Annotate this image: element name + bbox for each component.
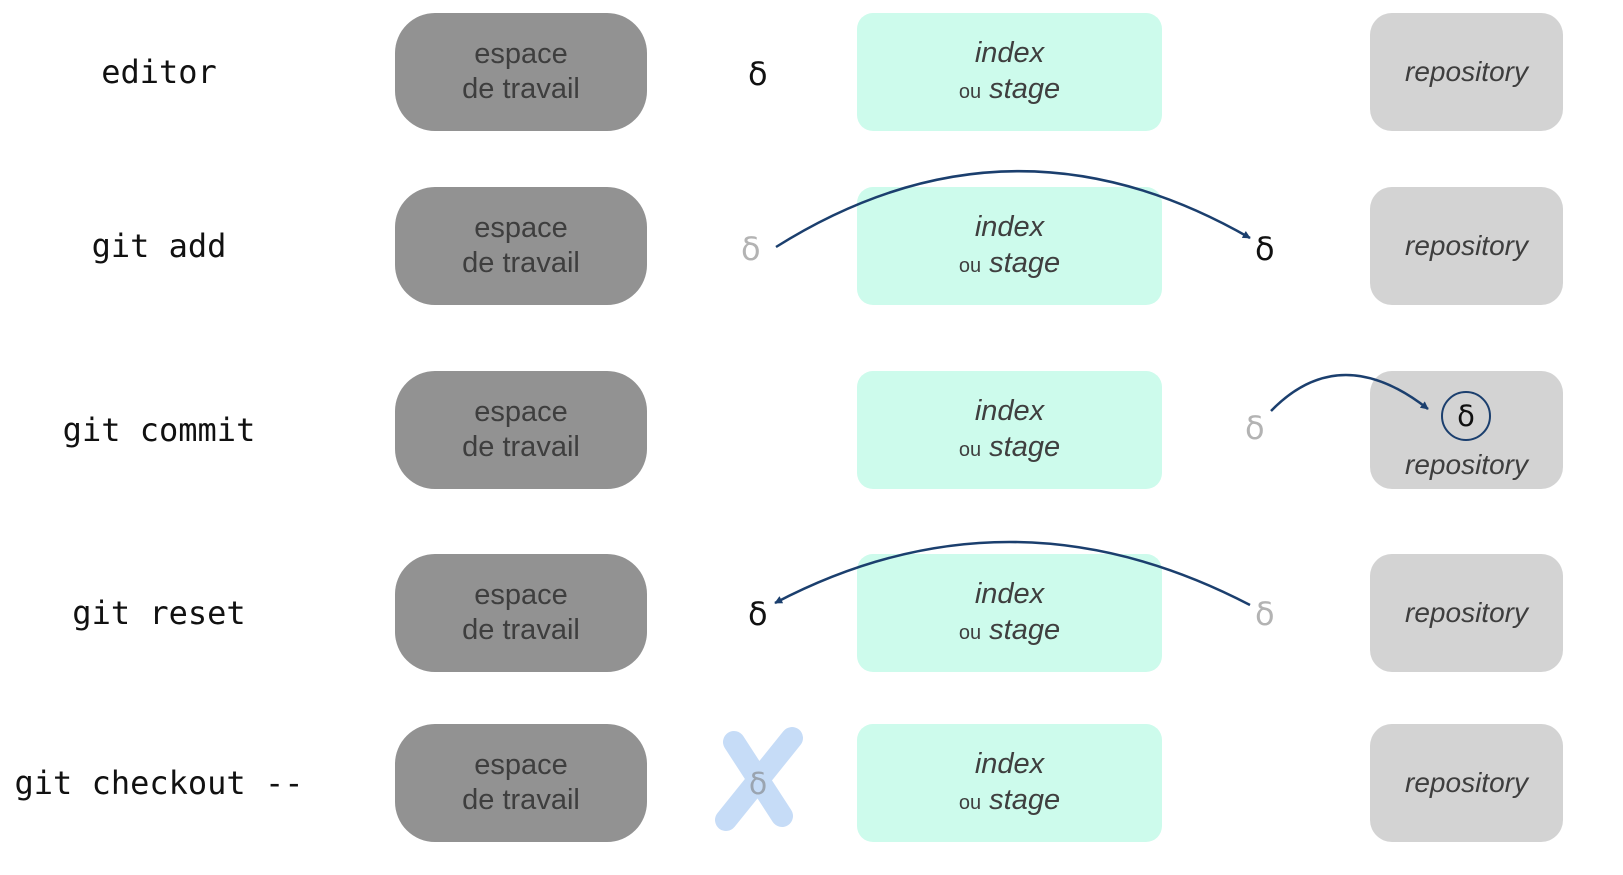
repository-label: repository	[1405, 767, 1528, 798]
committed-delta-circle: δ	[1441, 391, 1491, 441]
repository-label: repository	[1405, 230, 1528, 261]
delta-committed: δ	[1457, 399, 1475, 433]
repository-label: repository	[1405, 597, 1528, 628]
command-label: git commit	[62, 411, 256, 449]
index-label: index	[974, 394, 1045, 427]
workspace-box: espace de travail	[395, 554, 647, 672]
workspace-label-line2: de travail	[462, 614, 580, 646]
workspace-label-line1: espace	[474, 38, 568, 70]
delta-change: δ	[748, 55, 768, 93]
workspace-box: espace de travail	[395, 371, 647, 489]
workspace-label-line2: de travail	[462, 784, 580, 816]
repository-box: repository	[1370, 724, 1563, 842]
repository-label: repository	[1405, 449, 1528, 480]
stage-label: stage	[989, 613, 1061, 646]
repository-box: repository	[1370, 371, 1563, 489]
workspace-label-line1: espace	[474, 749, 568, 781]
index-or-label: ou	[958, 621, 982, 644]
command-label: git reset	[72, 594, 246, 632]
repository-label: repository	[1405, 56, 1528, 87]
index-or-label: ou	[958, 791, 982, 814]
index-label: index	[974, 747, 1045, 780]
workspace-box: espace de travail	[395, 13, 647, 131]
index-label: index	[974, 36, 1045, 69]
index-label: index	[974, 210, 1045, 243]
workspace-label-line2: de travail	[462, 247, 580, 279]
delta-target: δ	[748, 595, 768, 633]
command-label: editor	[101, 53, 217, 91]
workspace-label-line2: de travail	[462, 73, 580, 105]
delta-source: δ	[741, 230, 761, 268]
workspace-box: espace de travail	[395, 187, 647, 305]
stage-label: stage	[989, 430, 1061, 463]
command-label: git checkout --	[14, 764, 304, 802]
index-label: index	[974, 577, 1045, 610]
delta-target: δ	[1255, 230, 1275, 268]
stage-label: stage	[989, 72, 1061, 105]
index-or-label: ou	[958, 254, 982, 277]
stage-label: stage	[989, 783, 1061, 816]
command-label: git add	[91, 227, 227, 265]
workspace-label-line1: espace	[474, 579, 568, 611]
index-or-label: ou	[958, 80, 982, 103]
repository-box: repository	[1370, 13, 1563, 131]
index-or-label: ou	[958, 438, 982, 461]
delta-source: δ	[1255, 595, 1275, 633]
workspace-label-line1: espace	[474, 396, 568, 428]
stage-label: stage	[989, 246, 1061, 279]
repository-box: repository	[1370, 187, 1563, 305]
delta-source: δ	[1245, 409, 1265, 447]
workspace-box: espace de travail	[395, 724, 647, 842]
repository-box: repository	[1370, 554, 1563, 672]
workspace-label-line2: de travail	[462, 431, 580, 463]
row-git-checkout: git checkout -- espace de travail index …	[0, 724, 1623, 842]
workspace-label-line1: espace	[474, 212, 568, 244]
